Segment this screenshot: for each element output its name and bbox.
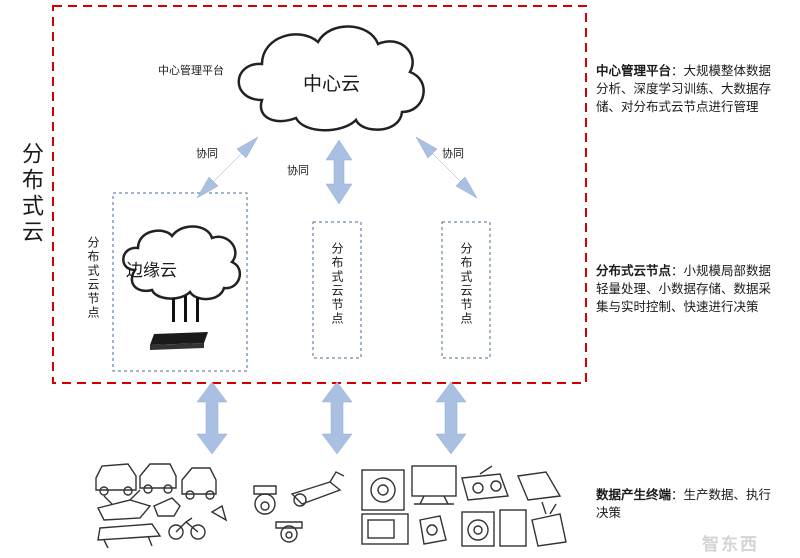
node-label-middle: 分布式云节点: [330, 242, 344, 326]
description-text: ：小规模局部数据轻量处理、小数据存储、数据采集与实时控制、快速进行决策: [596, 263, 772, 314]
terminal-arrows: [196, 381, 467, 455]
node-label-right: 分布式云节点: [459, 242, 473, 326]
cooperation-arrows: [196, 136, 478, 205]
description-center-platform: 中心管理平台：大规模整体数据分析、深度学习训练、大数据存储、对分布式云节点进行管…: [596, 62, 776, 116]
edge-cloud-icon: [122, 225, 242, 301]
node-label-edge: 分布式云节点: [86, 236, 100, 320]
description-text: ：生产数据、执行决策: [596, 487, 772, 520]
watermark: 智东西: [702, 535, 759, 555]
cooperation-label-left: 协同: [196, 147, 218, 160]
description-text: ：大规模整体数据分析、深度学习训练、大数据存储、对分布式云节点进行管理: [596, 63, 772, 114]
appliances-icon: [361, 465, 567, 547]
description-title: 数据产生终端: [596, 487, 672, 502]
distributed-cloud-boundary: [52, 5, 587, 384]
node-box-edge: [112, 192, 248, 372]
node-box-middle: [312, 221, 362, 359]
description-terminal: 数据产生终端：生产数据、执行决策: [596, 486, 776, 522]
center-cloud-icon: [237, 25, 425, 132]
edge-cloud-label: 边缘云: [126, 261, 177, 281]
description-title: 中心管理平台: [596, 63, 672, 78]
description-node: 分布式云节点：小规模局部数据轻量处理、小数据存储、数据采集与实时控制、快速进行决…: [596, 262, 776, 316]
cooperation-label-middle: 协同: [287, 164, 309, 177]
node-box-right: [441, 221, 491, 359]
router-icon: [150, 296, 208, 350]
camera-icon: [253, 471, 345, 543]
description-title: 分布式云节点: [596, 263, 672, 278]
distributed-cloud-label: 分布式云: [18, 142, 43, 246]
cooperation-label-right: 协同: [442, 147, 464, 160]
vehicles-icon: [95, 463, 228, 549]
center-cloud-label: 中心云: [303, 73, 361, 95]
center-platform-label: 中心管理平台: [158, 64, 224, 77]
